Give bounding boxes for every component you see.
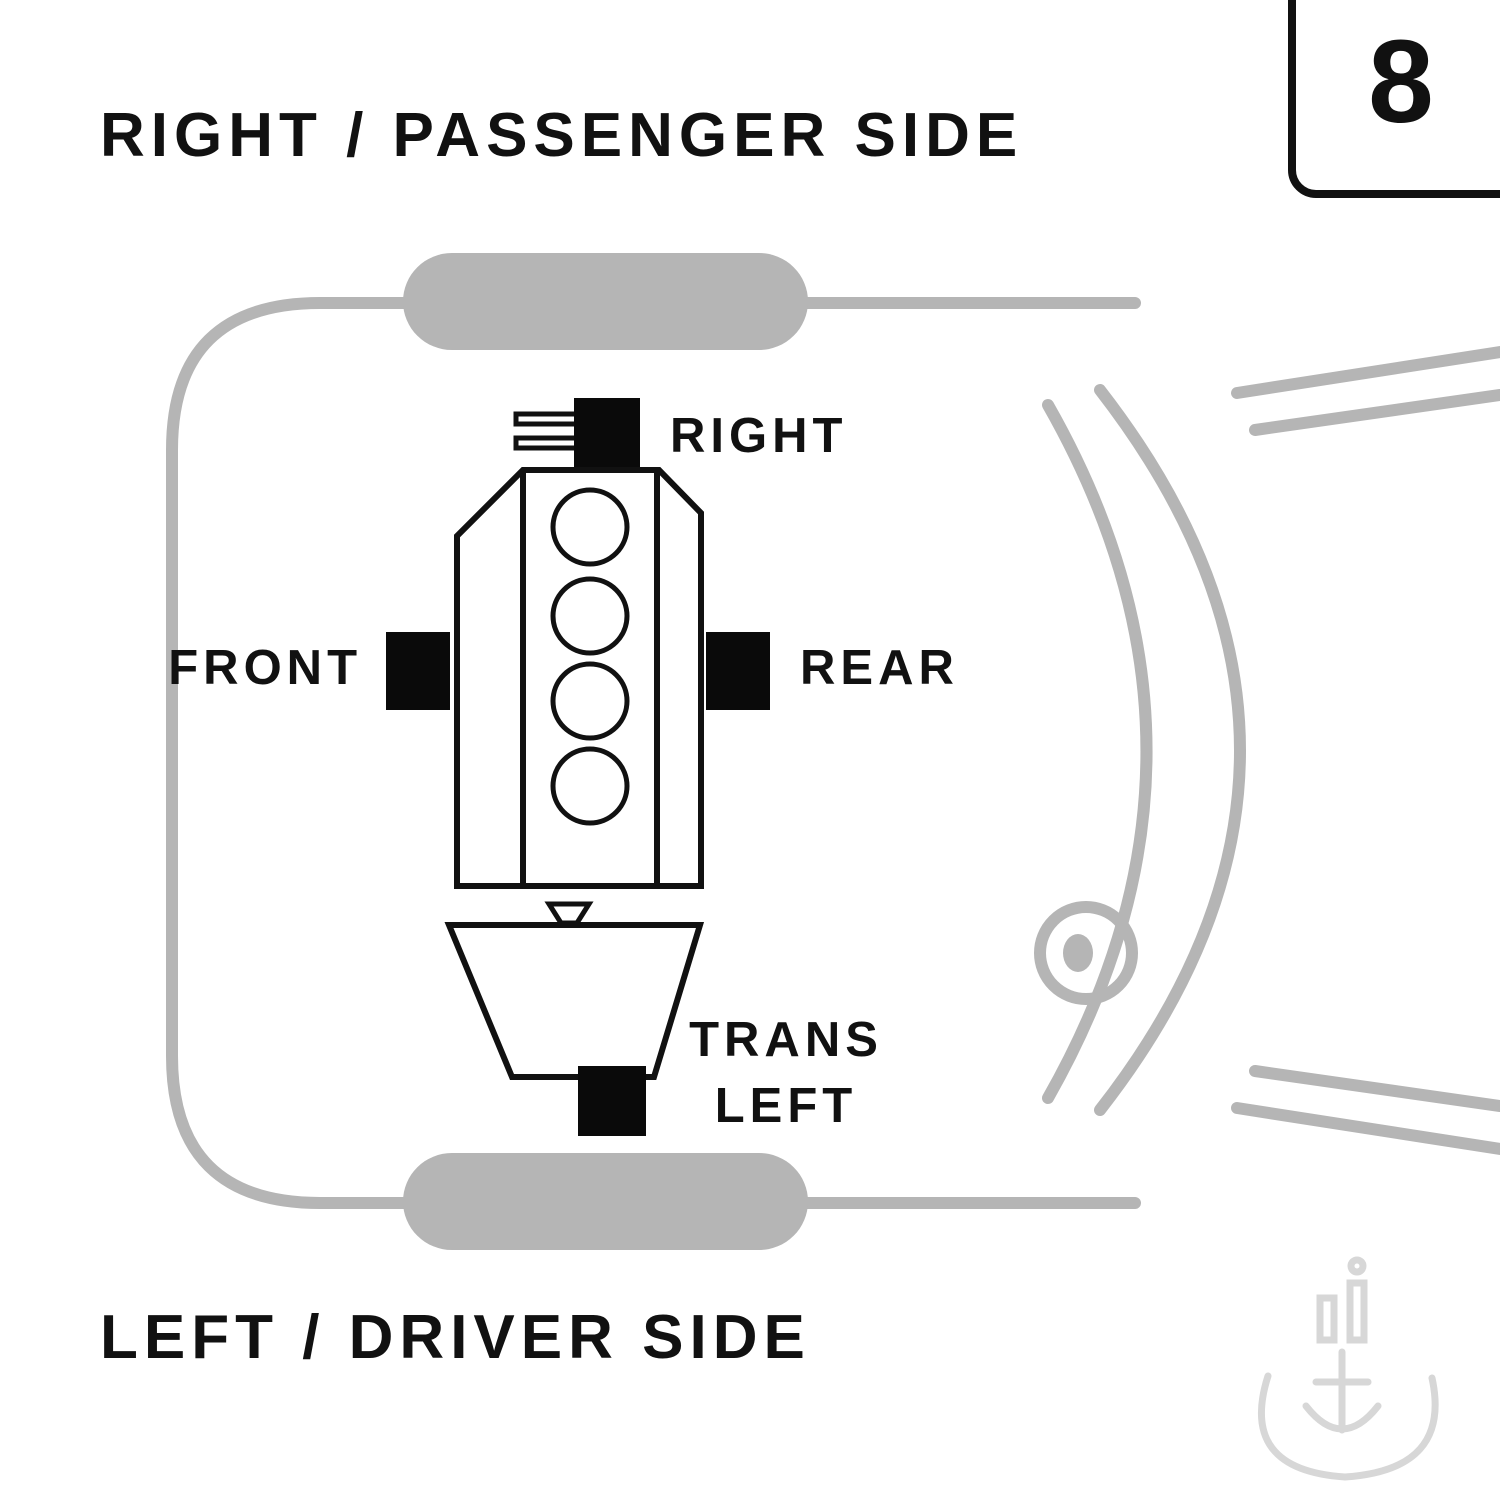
- right-passenger-side-title: RIGHT / PASSENGER SIDE: [100, 101, 1024, 170]
- rear-mount-label: REAR: [800, 641, 959, 695]
- hood-line-top-2: [1249, 389, 1500, 436]
- front-mount-label: FRONT: [168, 641, 362, 695]
- right-mount: [574, 398, 640, 468]
- trans-left-mount-label: TRANS LEFT: [676, 1008, 896, 1139]
- logo-bar-1: [1316, 1294, 1338, 1344]
- hood-line-bottom-1: [1249, 1065, 1500, 1112]
- right-mount-prong-2: [513, 435, 581, 451]
- logo-swoosh: [1257, 1372, 1439, 1481]
- engine-assembly: [386, 398, 770, 1136]
- trans-left-mount-label-line1: TRANS: [689, 1013, 883, 1067]
- steering-wheel-hub: [1063, 934, 1093, 972]
- front-mount: [386, 632, 450, 710]
- car-body-outline: [166, 297, 1141, 1209]
- left-driver-side-title: LEFT / DRIVER SIDE: [100, 1303, 811, 1372]
- tire-bottom: [403, 1153, 808, 1250]
- trans-left-mount-label-line2: LEFT: [714, 1078, 858, 1133]
- cylinder-4: [550, 746, 630, 826]
- anchor-logo-watermark: [1257, 1256, 1439, 1481]
- transmission-body: [444, 922, 705, 1080]
- logo-dot: [1347, 1256, 1367, 1276]
- page-number: 8: [1368, 16, 1434, 148]
- trans-left-mount: [578, 1066, 646, 1136]
- trans-coupler: [544, 901, 594, 926]
- engine-cylinders: [550, 487, 630, 826]
- logo-anchor-fluke: [1302, 1402, 1382, 1433]
- tire-top: [403, 253, 808, 350]
- logo-bar-2: [1346, 1279, 1368, 1344]
- page-number-badge: 8: [1288, 0, 1500, 198]
- right-mount-prong-1: [513, 411, 581, 427]
- cylinder-2: [550, 576, 630, 656]
- rear-mount: [706, 632, 770, 710]
- hood-line-top-1: [1231, 346, 1500, 399]
- cylinder-1: [550, 487, 630, 567]
- right-mount-label: RIGHT: [670, 409, 848, 463]
- cylinder-3: [550, 661, 630, 741]
- hood-line-bottom-2: [1231, 1102, 1500, 1155]
- steering-wheel: [1034, 901, 1138, 1005]
- car-outline: [166, 297, 1500, 1209]
- windshield-outer-curve: [1094, 384, 1246, 1116]
